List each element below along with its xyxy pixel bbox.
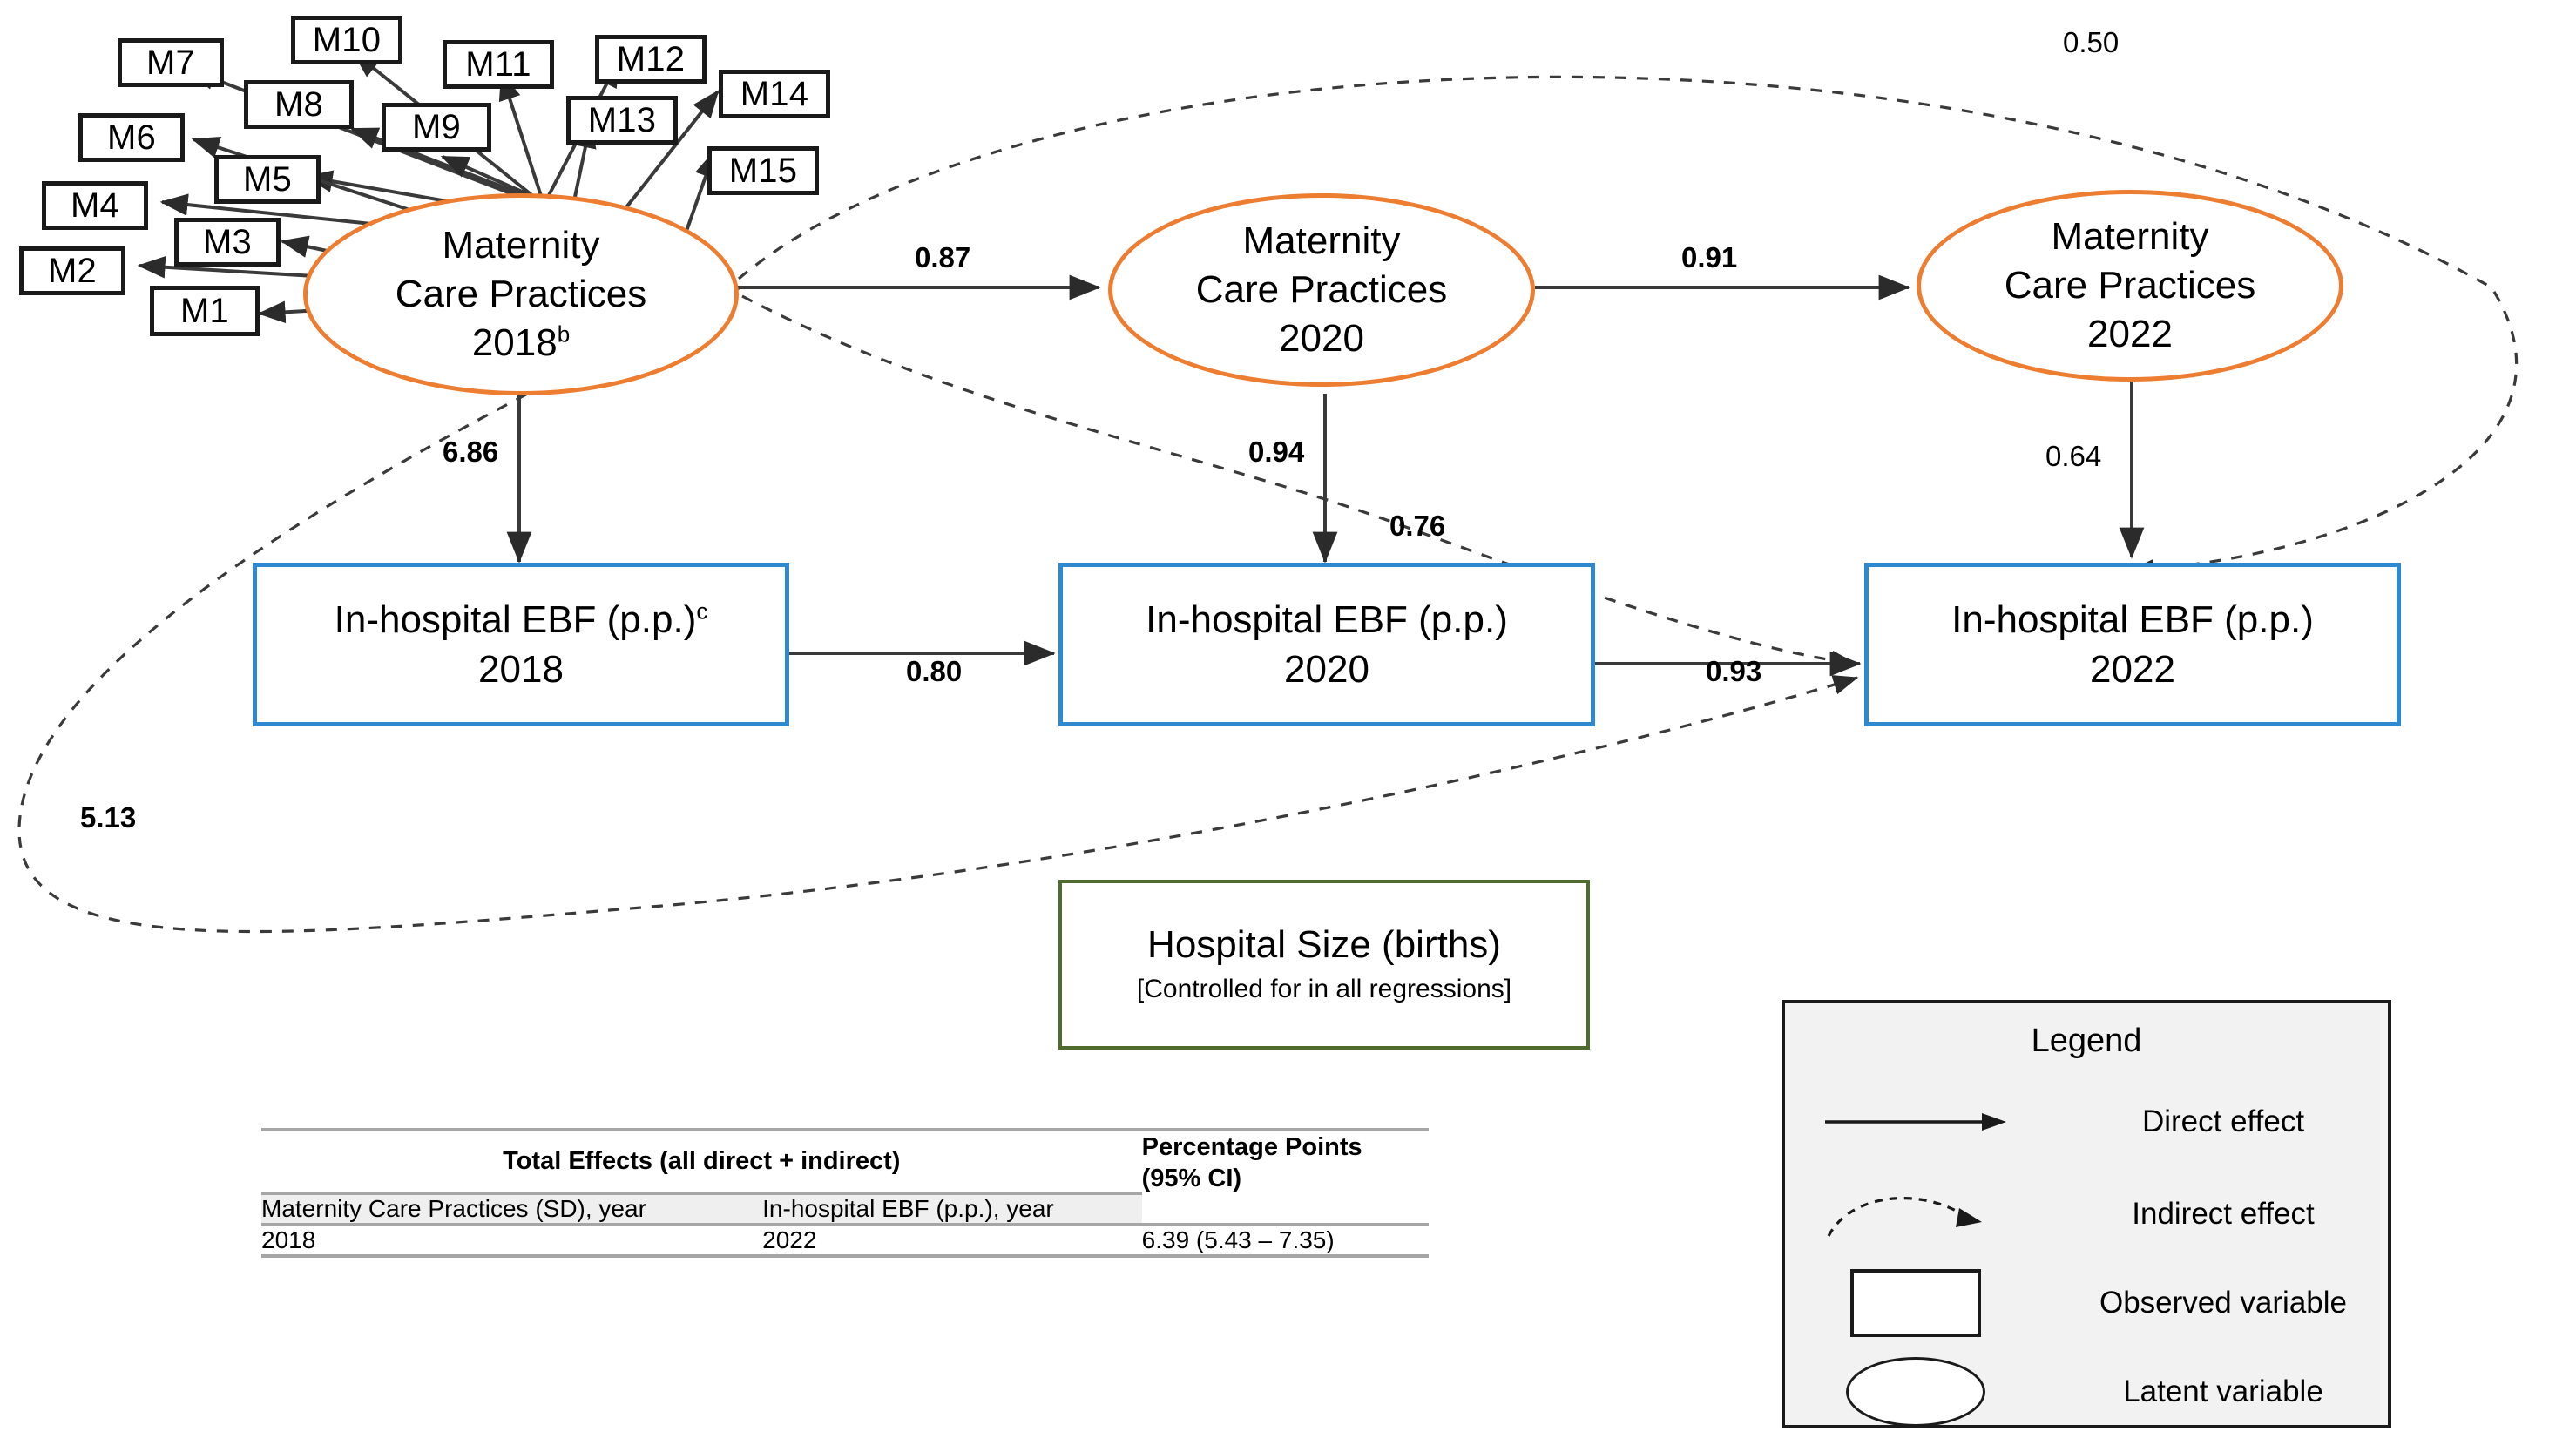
table-rule-under-header: [261, 1222, 1429, 1226]
control-note: [Controlled for in all regressions]: [1136, 974, 1512, 1003]
legend-row-direct-effect: Direct effect: [1785, 1084, 2395, 1160]
table-rule-top: [261, 1128, 1429, 1131]
manifest-label: M15: [728, 152, 798, 190]
control-title: Hospital Size (births): [1147, 922, 1501, 966]
manifest-label: M2: [48, 252, 97, 290]
observed-superscript: c: [696, 598, 708, 625]
legend-row-latent-variable: Latent variable: [1785, 1354, 2395, 1430]
table-row: 2018 2022 6.39 (5.43 – 7.35): [261, 1226, 1429, 1254]
observed-node-ebf-2022[interactable]: In-hospital EBF (p.p.) 2022: [1864, 563, 2401, 726]
coef-mcp2022-ebf2022: 0.64: [2045, 440, 2102, 472]
latent-node-mcp-2022[interactable]: Maternity Care Practices 2022: [1917, 190, 2343, 382]
arrow-to-m11: [498, 71, 544, 199]
manifest-box-m7[interactable]: M7: [118, 38, 224, 87]
observed-node-ebf-2020[interactable]: In-hospital EBF (p.p.) 2020: [1058, 563, 1595, 726]
manifest-label: M5: [243, 160, 292, 199]
manifest-box-m15[interactable]: M15: [707, 146, 819, 195]
table-col-header-outcome: In-hospital EBF (p.p.), year: [762, 1194, 1142, 1223]
legend-panel: Legend Direct effect Indirect effect: [1782, 1000, 2391, 1428]
manifest-label: M7: [146, 44, 195, 82]
legend-label-observed-variable: Observed variable: [2099, 1286, 2348, 1320]
manifest-label: M14: [740, 75, 809, 113]
cell-exposure-year: 2018: [261, 1226, 316, 1253]
observed-line-1: In-hospital EBF (p.p.): [1146, 598, 1508, 641]
manifest-box-m4[interactable]: M4: [42, 181, 148, 230]
latent-line-2: Care Practices: [395, 272, 647, 315]
latent-line-3: 2020: [1279, 317, 1364, 361]
coef-mcp2020-ebf2020: 0.94: [1248, 436, 1305, 468]
legend-row-observed-variable: Observed variable: [1785, 1265, 2395, 1341]
legend-title: Legend: [2031, 1023, 2142, 1059]
manifest-label: M1: [180, 292, 229, 330]
latent-line-2: Care Practices: [1195, 267, 1448, 311]
manifest-box-m11[interactable]: M11: [443, 40, 554, 89]
observed-line-1: In-hospital EBF (p.p.)c: [334, 598, 708, 641]
observed-line-1: In-hospital EBF (p.p.): [1951, 598, 2314, 641]
table-rule-mid: [261, 1191, 1429, 1195]
manifest-box-m8[interactable]: M8: [244, 80, 354, 129]
latent-line-3: 2022: [2087, 313, 2173, 356]
manifest-box-m14[interactable]: M14: [719, 70, 830, 118]
table-right-header-line2: (95% CI): [1141, 1165, 1242, 1193]
legend-label-latent-variable: Latent variable: [2123, 1374, 2323, 1408]
latent-line-1: Maternity: [2051, 214, 2209, 258]
coef-mcp2018-mcp2020: 0.87: [915, 241, 971, 273]
table-rule-bottom: [261, 1253, 1429, 1258]
manifest-label: M3: [203, 223, 252, 261]
manifest-label: M11: [465, 45, 531, 84]
observed-node-ebf-2018[interactable]: In-hospital EBF (p.p.)c 2018: [253, 563, 789, 726]
solid-arrow-icon: [1785, 1106, 2046, 1138]
manifest-box-m6[interactable]: M6: [78, 113, 185, 162]
table-col-header-exposure: Maternity Care Practices (SD), year: [261, 1194, 763, 1223]
table-subheader-row: Maternity Care Practices (SD), year In-h…: [261, 1194, 1429, 1223]
legend-row-indirect-effect: Indirect effect: [1785, 1176, 2395, 1253]
latent-node-mcp-2020[interactable]: Maternity Care Practices 2020: [1108, 193, 1535, 387]
legend-label-direct-effect: Direct effect: [2141, 1104, 2305, 1138]
latent-line-2: Care Practices: [2004, 263, 2256, 307]
cell-effect-ci: 6.39 (5.43 – 7.35): [1141, 1226, 1335, 1253]
manifest-label: M12: [616, 40, 686, 78]
latent-line-1: Maternity: [1242, 219, 1401, 262]
manifest-label: M4: [71, 186, 119, 225]
coef-mcp2020-mcp2022: 0.91: [1681, 241, 1738, 273]
rectangle-icon: [1785, 1269, 2046, 1337]
manifest-box-m1[interactable]: M1: [150, 286, 260, 336]
coef-ebf2018-ebf2020: 0.80: [906, 655, 963, 687]
control-variable-box[interactable]: Hospital Size (births) [Controlled for i…: [1058, 880, 1590, 1050]
manifest-box-m9[interactable]: M9: [382, 103, 491, 152]
latent-superscript: b: [557, 321, 571, 348]
manifest-label: M6: [107, 118, 156, 157]
manifest-label: M8: [274, 85, 323, 124]
manifest-box-m12[interactable]: M12: [595, 35, 707, 84]
table-group-header: Total Effects (all direct + indirect): [503, 1146, 901, 1175]
manifest-box-m10[interactable]: M10: [291, 16, 402, 64]
table-right-header-line1: Percentage Points: [1141, 1133, 1362, 1161]
manifest-label: M10: [312, 21, 382, 59]
table-header-row: Total Effects (all direct + indirect) Pe…: [261, 1131, 1429, 1192]
manifest-box-m3[interactable]: M3: [174, 218, 281, 267]
manifest-box-m13[interactable]: M13: [566, 96, 678, 145]
manifest-box-m2[interactable]: M2: [19, 246, 125, 295]
ellipse-icon: [1785, 1357, 2046, 1427]
coef-mcp2020-ebf2022: 0.76: [1389, 510, 1446, 542]
coef-mcp2018-ebf2018: 6.86: [443, 436, 499, 468]
observed-line-2: 2018: [478, 648, 564, 691]
observed-line-2: 2022: [2090, 648, 2175, 691]
coef-ebf2018-ebf2022: 5.13: [80, 801, 137, 834]
dashed-arc-arrow-icon: [1785, 1187, 2046, 1241]
observed-line-2: 2020: [1284, 648, 1369, 691]
cell-outcome-year: 2022: [762, 1226, 817, 1253]
latent-line-1: Maternity: [442, 223, 600, 267]
legend-label-indirect-effect: Indirect effect: [2132, 1197, 2315, 1231]
table-right-header: Percentage Points (95% CI): [1142, 1131, 1429, 1195]
coef-ebf2020-ebf2022: 0.93: [1706, 655, 1762, 687]
coef-mcp2018-ebf2022: 0.50: [2063, 26, 2120, 58]
manifest-label: M13: [587, 101, 657, 139]
latent-line-3: 2018b: [471, 321, 571, 365]
latent-node-mcp-2018[interactable]: Maternity Care Practices 2018b: [303, 193, 739, 395]
manifest-label: M9: [412, 108, 461, 146]
total-effects-table: Total Effects (all direct + indirect) Pe…: [261, 1128, 1429, 1258]
manifest-box-m5[interactable]: M5: [214, 155, 321, 204]
